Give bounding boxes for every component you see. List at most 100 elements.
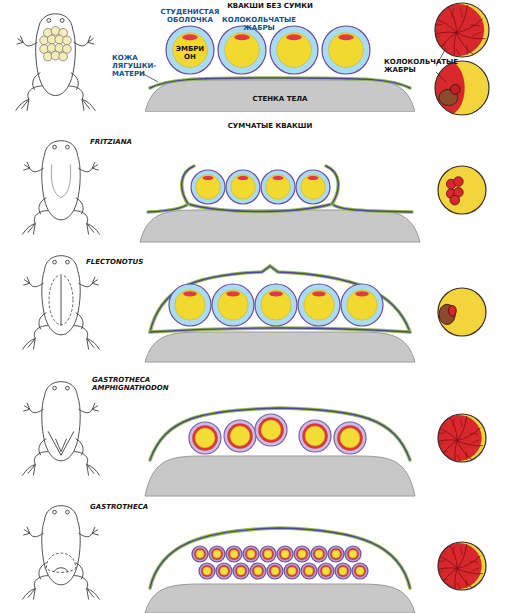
yolk: [213, 550, 221, 558]
blood-vessel: [466, 45, 468, 54]
jelly-coat: [328, 546, 344, 562]
yolk: [315, 550, 323, 558]
jelly-coat: [301, 563, 317, 579]
mother-skin: [150, 328, 410, 332]
yolk: [305, 567, 313, 575]
blood-vessel: [455, 440, 457, 466]
body-wall: [145, 584, 415, 613]
egg-membrane: [354, 565, 366, 577]
egg-membrane: [337, 425, 363, 451]
yolk: [254, 567, 262, 575]
yolk: [271, 567, 279, 575]
mother-skin: [150, 528, 410, 588]
body-wall: [145, 456, 415, 496]
mother-skin: [150, 408, 410, 460]
egg: [260, 546, 276, 562]
frog-foreleg: [23, 162, 98, 172]
blood-vessel: [466, 452, 468, 460]
yolk: [231, 175, 255, 199]
egg-membrane: [218, 565, 230, 577]
frog-eye: [53, 145, 57, 149]
blood-vessel: [453, 547, 455, 555]
egg-membrane: [211, 548, 223, 560]
part-label: КОЖА ЛЯГУШКИ-МАТЕРИ: [112, 54, 168, 78]
frog-eye: [53, 386, 57, 390]
mother-skin: [150, 266, 410, 332]
pouch-slit: [61, 276, 62, 326]
jelly-coat: [284, 563, 300, 579]
jelly-coat: [169, 284, 211, 326]
yolk: [266, 175, 290, 199]
jelly-coat: [192, 546, 208, 562]
egg: [216, 563, 232, 579]
gill-closeup: [431, 414, 486, 467]
jelly-coat: [334, 422, 366, 454]
egg: [218, 26, 266, 74]
bell-gill: [436, 415, 482, 461]
body-wall: [140, 210, 420, 242]
gill-closeup: [438, 288, 486, 336]
jelly-coat: [335, 563, 351, 579]
node-text: СТЕНКА ТЕЛА: [145, 95, 415, 103]
egg: [277, 546, 293, 562]
jelly-coat: [322, 26, 370, 74]
frog-eye: [66, 145, 70, 149]
pouch-opening: [48, 431, 74, 455]
embryo-egg: ЭМБРИ ОН: [165, 25, 215, 75]
blood-vessel: [466, 580, 468, 588]
jelly-coat: [216, 563, 232, 579]
yolk: [356, 567, 364, 575]
blood-vessel: [457, 440, 473, 461]
frog-body: [42, 141, 80, 220]
blood-vessel: [455, 568, 457, 594]
egg-membrane: [286, 565, 298, 577]
egg: [243, 546, 259, 562]
jelly-coat: [260, 546, 276, 562]
embryo-cap: [183, 291, 197, 296]
yolk: [339, 567, 347, 575]
egg: [209, 546, 225, 562]
bell-gill: [450, 195, 460, 205]
jelly-coat: [267, 563, 283, 579]
egg: [166, 26, 214, 74]
egg-membrane: [235, 565, 247, 577]
blood-vessel: [431, 568, 457, 572]
back-egg: [63, 36, 72, 45]
egg: [284, 563, 300, 579]
jelly-coat: [270, 26, 318, 74]
blood-vessel: [436, 432, 444, 433]
jelly-coat: [191, 170, 225, 204]
embryo-cap: [307, 176, 318, 180]
yolk: [173, 33, 208, 68]
yolk: [264, 550, 272, 558]
yolk: [281, 550, 289, 558]
blood-vessel: [461, 419, 463, 427]
egg: [261, 170, 295, 204]
frog-body: [42, 506, 80, 585]
egg: [191, 170, 225, 204]
jelly-coat: [243, 546, 259, 562]
embryo-cap: [234, 34, 250, 40]
jelly-coat: [345, 546, 361, 562]
blood-vessel: [427, 32, 456, 37]
jelly-coat: [226, 170, 260, 204]
egg: [345, 546, 361, 562]
jelly-coat: [166, 26, 214, 74]
blood-vessel: [470, 433, 478, 435]
egg: [267, 563, 283, 579]
jelly-coat: [199, 563, 215, 579]
genus-label: FLECTONOTUS: [86, 258, 166, 266]
body-wall: [145, 80, 415, 112]
frog-body: [36, 14, 76, 96]
yolk: [332, 550, 340, 558]
yolk: [261, 420, 281, 440]
yolk: [220, 567, 228, 575]
egg: [335, 563, 351, 579]
jelly-coat: [341, 284, 383, 326]
egg-membrane: [303, 565, 315, 577]
egg-membrane: [279, 548, 291, 560]
embryo-cap: [312, 291, 326, 296]
bell-gill: [432, 61, 464, 115]
yolk: [225, 33, 260, 68]
embryo: [439, 304, 455, 324]
